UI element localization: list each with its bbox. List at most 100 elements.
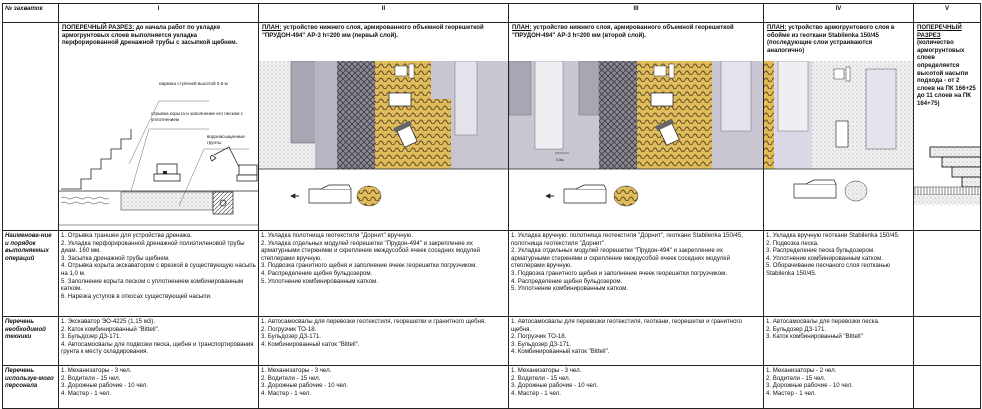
plan-drawing-stabilenka	[764, 61, 913, 202]
list-item: 1. Отрывка траншеи для устройства дренаж…	[61, 232, 192, 239]
list-item: 1. Автосамосвалы для перевозки геотексти…	[261, 318, 486, 325]
list-item: 4. Мастер - 1 чел.	[766, 389, 816, 397]
list-item: 1. Автосамосвалы для перевозки песка.	[766, 318, 880, 325]
equipment-stage-5	[913, 316, 981, 366]
list-item: 5. Заполнение корыта песком с уплотнение…	[61, 277, 244, 293]
sand-pile-icon	[844, 180, 868, 202]
list-item: 4. Автосамосвалы для подвозки песка, щеб…	[61, 340, 254, 356]
list-item: 2. Бульдозер ДЗ-171.	[766, 325, 827, 333]
list-item: 3. Подвозка гранитного щебня и заполнени…	[261, 262, 478, 270]
bulldozer-icon	[393, 120, 418, 148]
list-item: 1. Автосамосвалы для перевозки геотексти…	[511, 318, 743, 333]
drawings-row: ПОПЕРЕЧНЫЙ РАЗРЕЗ: до начала работ по ук…	[2, 22, 981, 231]
list-item: 4. Мастер - 1 чел.	[511, 389, 561, 397]
embankment-steps	[61, 129, 132, 190]
list-item: 3. Подвозка гранитного щебня и заполнени…	[511, 269, 728, 277]
list-item: 2. Погрузчик ТО-18.	[511, 333, 567, 341]
list-item: 1. Экскаватор ЭО-4225 (1,15 м3).	[61, 318, 156, 325]
equipment-row: Перечень необходимой техники 1. Экскават…	[2, 316, 981, 366]
steps-label: нарезка ступеней высотой 0,5 м	[159, 81, 228, 86]
dimension-label: 0,5м	[556, 158, 564, 162]
truck-icon	[545, 184, 607, 204]
soil-label: водонасыщенные грунты	[207, 134, 245, 145]
sand-trench	[120, 191, 214, 211]
list-item: 2. Укладка отдельных модулей георешетки …	[261, 239, 481, 262]
list-item: 2. Укладка перфорированной дренажной пол…	[61, 239, 245, 255]
construction-stages-table: № захваток I II III IV V ПОПЕРЕЧНЫЙ РАЗР…	[2, 3, 981, 409]
operations-row-label: Наименова-ние и порядок выполняемых опер…	[2, 230, 59, 317]
list-item: 1. Механизаторы - 3 чел.	[511, 367, 582, 374]
stage-2-caption: ПЛАН: устройство нижнего слоя, армирован…	[260, 24, 508, 62]
caption-text: устройство нижнего слоя, армированного о…	[512, 24, 734, 39]
stage-5-drawing-cell: ПОПЕРЕЧНЫЙ РАЗРЕЗ (количество армогрунто…	[913, 22, 981, 231]
list-item: 1. Укладка вручную геоткани Stabilenka 1…	[766, 232, 900, 239]
caption-title: ПЛАН:	[767, 24, 787, 31]
drawings-row-label	[2, 22, 59, 231]
list-item: 1. Механизаторы - 3 чел.	[261, 367, 332, 374]
stage-4-drawing-cell: ПЛАН: устройство армогрунтового слоя в о…	[763, 22, 914, 231]
gravel-pile-icon	[613, 185, 639, 207]
stage-1-caption: ПОПЕРЕЧНЫЙ РАЗРЕЗ: до начала работ по ук…	[60, 24, 258, 62]
list-item: 2. Водители - 15 чел.	[61, 374, 121, 382]
list-item: 3. Каток комбинированный "Bittell"	[766, 333, 863, 341]
stage-header-4: IV	[763, 3, 914, 23]
list-item: 1. Укладка полотнища геотекстиля "Дорнит…	[261, 232, 413, 239]
list-item: 4. Комбинированный каток "Bittell".	[261, 340, 360, 348]
list-item: 3. Распределение песка бульдозером.	[766, 247, 875, 255]
operations-stage-3: 1. Укладка вручную: полотнища геотекстил…	[508, 230, 764, 317]
excavator-icon	[210, 146, 258, 182]
drainage-pipe-trench	[212, 191, 234, 215]
list-item: 4. Распределение щебня бульдозером.	[511, 277, 623, 285]
gravel-pile-icon	[356, 185, 382, 207]
caption-title: ПЛАН:	[262, 24, 282, 31]
list-item: 4. Уплотнение комбинированным катком.	[766, 254, 884, 262]
list-item: 2. Водители - 15 чел.	[511, 374, 571, 382]
stage-5-caption: ПОПЕРЕЧНЫЙ РАЗРЕЗ (количество армогрунто…	[915, 24, 980, 107]
list-item: 5. Оборачивание песчаного слоя геотканью…	[766, 262, 891, 277]
list-item: 3. Дорожные рабочие - 10 чел.	[766, 382, 853, 390]
operations-stage-1: 1. Отрывка траншеи для устройства дренаж…	[58, 230, 259, 317]
list-item: 2. Каток комбинированный "Bittell".	[61, 325, 160, 333]
gravel-strip	[375, 61, 431, 169]
caption-title: ПЛАН:	[512, 24, 532, 31]
caption-text: до начала работ по укладке армогрунтовых…	[62, 24, 238, 47]
list-item: 2. Укладка отдельных модулей георешетки …	[511, 247, 731, 270]
header-row: № захваток I II III IV V	[2, 3, 981, 23]
list-item: 4. Комбинированный каток "Bittell".	[511, 348, 610, 356]
list-item: 4. Мастер - 1 чел.	[261, 389, 311, 397]
stage-2-drawing-cell: ПЛАН: устройство нижнего слоя, армирован…	[258, 22, 509, 231]
list-item: 5. Уплотнение комбинированным катком.	[261, 277, 379, 285]
personnel-stage-2: 1. Механизаторы - 3 чел.2. Водители - 15…	[258, 365, 509, 409]
list-item: 5. Уплотнение комбинированным катком.	[511, 285, 629, 293]
caption-title: ПОПЕРЕЧНЫЙ РАЗРЕЗ:	[62, 24, 135, 31]
stage-number-label: № захваток	[2, 3, 59, 23]
equipment-stage-4: 1. Автосамосвалы для перевозки песка.2. …	[763, 316, 914, 366]
operations-stage-4: 1. Укладка вручную геоткани Stabilenka 1…	[763, 230, 914, 317]
equipment-stage-1: 1. Экскаватор ЭО-4225 (1,15 м3).2. Каток…	[58, 316, 259, 366]
stage-1-drawing-cell: ПОПЕРЕЧНЫЙ РАЗРЕЗ: до начала работ по ук…	[58, 22, 259, 231]
trench-label: отрывка корыта и заполнение его песком с…	[151, 111, 243, 122]
personnel-stage-4: 1. Механизаторы - 2 чел.2. Водители - 15…	[763, 365, 914, 409]
list-item: 4. Мастер - 1 чел.	[61, 389, 111, 397]
sand-strip	[812, 61, 913, 169]
personnel-row-label: Перечень используе-мого персонала	[2, 365, 59, 409]
plan-drawing-layer-1	[259, 61, 508, 207]
caption-title: ПОПЕРЕЧНЫЙ РАЗРЕЗ	[917, 24, 962, 39]
truck-icon	[793, 179, 837, 199]
stage-3-caption: ПЛАН: устройство нижнего слоя, армирован…	[510, 24, 763, 62]
cross-section-drawing: нарезка ступеней высотой 0,5 м отрывка к…	[59, 81, 258, 226]
list-item: 1. Механизаторы - 2 чел.	[766, 367, 837, 374]
personnel-stage-5	[913, 365, 981, 409]
personnel-stage-1: 1. Механизаторы - 3 чел.2. Водители - 15…	[58, 365, 259, 409]
operations-stage-5	[913, 230, 981, 317]
list-item: 1. Механизаторы - 3 чел.	[61, 367, 132, 374]
stage-header-2: II	[258, 3, 509, 23]
list-item: 4. Отрывка корыта экскаватором с врезкой…	[61, 262, 256, 277]
list-item: 4. Распределение щебня бульдозером.	[261, 269, 373, 277]
stage-header-5: V	[913, 3, 981, 23]
list-item: 2. Водители - 15 чел.	[766, 374, 826, 382]
truck-icon	[290, 184, 352, 204]
list-item: 3. Дорожные рабочие - 10 чел.	[61, 382, 148, 390]
list-item: 2. Подвозка песка.	[766, 239, 819, 247]
geogrid-strip	[337, 61, 375, 169]
